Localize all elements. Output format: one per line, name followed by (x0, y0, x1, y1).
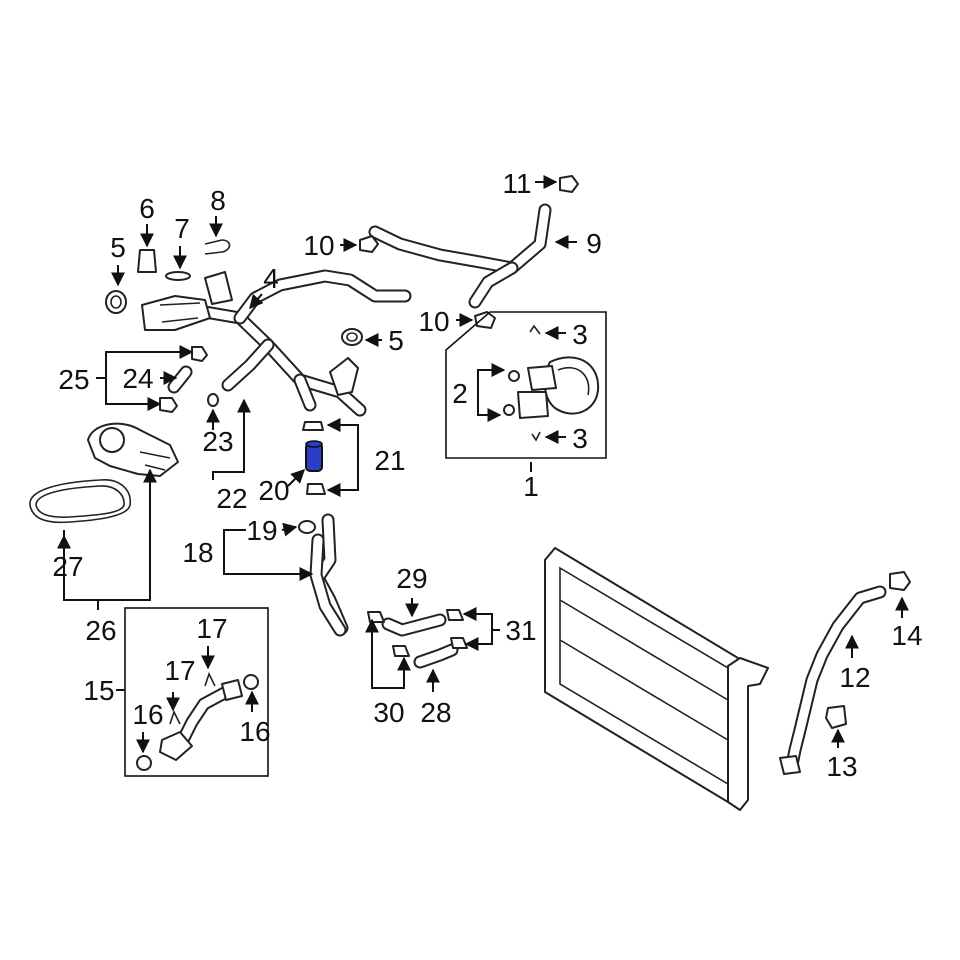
bypass-hose-24 (167, 365, 193, 394)
callout-15: 15 (83, 675, 114, 706)
hose-clamp-30b (392, 645, 410, 657)
o-ring-5a (105, 290, 127, 314)
callout-3a: 3 (572, 319, 588, 350)
hose-clamp-30a (367, 611, 385, 623)
hose-clamp-21b (306, 483, 326, 495)
callout-27: 27 (52, 551, 83, 582)
callout-4: 4 (263, 263, 279, 294)
water-pump (87, 422, 179, 477)
callout-12: 12 (839, 662, 870, 693)
callout-17a: 17 (196, 613, 227, 644)
callout-20: 20 (258, 475, 289, 506)
coolant-hose-15 (159, 679, 243, 761)
callout-9: 9 (586, 228, 602, 259)
thermostat-housing (503, 324, 600, 442)
callout-17b: 17 (164, 655, 195, 686)
callout-29: 29 (396, 563, 427, 594)
hose-clamp-25b (159, 397, 178, 413)
temperature-sensor-6 (137, 249, 157, 273)
thermostat-group-box (445, 311, 607, 459)
hose-clamp-11 (559, 175, 579, 193)
callout-5a: 5 (110, 232, 126, 263)
coolant-pipe-18 (309, 513, 349, 637)
clip-17b (169, 709, 181, 725)
callout-19: 19 (246, 515, 277, 546)
callout-24: 24 (122, 363, 153, 394)
callout-8: 8 (210, 185, 226, 216)
bracket-13 (825, 705, 847, 729)
callout-16a: 16 (132, 699, 163, 730)
callout-21: 21 (374, 445, 405, 476)
hose-group-box (124, 607, 269, 777)
o-ring-19 (298, 520, 316, 534)
hose-clamp-14 (889, 571, 911, 591)
callout-11: 11 (502, 168, 531, 199)
radiator (544, 547, 769, 811)
callout-7: 7 (174, 213, 190, 244)
hose-clamp-31b (450, 637, 468, 649)
callout-30: 30 (373, 697, 404, 728)
coolant-hose-28 (413, 643, 459, 669)
callout-31: 31 (505, 615, 536, 646)
callout-1: 1 (523, 471, 539, 502)
callout-26: 26 (85, 615, 116, 646)
callout-18: 18 (182, 537, 213, 568)
coolant-hose-29 (381, 613, 447, 637)
clip-17a (204, 671, 216, 687)
callout-10a: 10 (303, 230, 334, 261)
hose-clamp-31a (446, 609, 464, 621)
callout-5b: 5 (388, 325, 404, 356)
callout-labels: 1 2 3 3 4 5 5 6 7 8 9 10 10 11 12 13 14 … (52, 168, 922, 782)
coolant-hose-small (368, 203, 552, 309)
o-ring-16a (136, 755, 152, 771)
callout-10b: 10 (418, 306, 449, 337)
callout-23: 23 (202, 426, 233, 457)
o-ring-23 (207, 393, 219, 407)
leader-lines (57, 175, 909, 754)
callout-3b: 3 (572, 423, 588, 454)
hose-clamp-25a (191, 346, 208, 362)
callout-6: 6 (139, 193, 155, 224)
o-ring-5b (341, 328, 363, 346)
o-ring-7 (165, 271, 191, 281)
radiator-hose-12 (779, 585, 887, 775)
hose-clamp-10b (474, 311, 496, 329)
o-ring-16b (243, 674, 259, 690)
callout-28: 28 (420, 697, 451, 728)
coolant-pipe-20-highlighted (305, 440, 323, 472)
callout-2: 2 (452, 378, 468, 409)
callout-14: 14 (891, 620, 922, 651)
hose-clamp-21a (302, 421, 324, 431)
callout-16b: 16 (239, 716, 270, 747)
callout-13: 13 (826, 751, 857, 782)
hose-clamp-10a (359, 235, 379, 253)
callout-25: 25 (58, 364, 89, 395)
pump-gasket (29, 479, 131, 524)
callout-22: 22 (216, 483, 247, 514)
retaining-clip-8 (204, 239, 231, 255)
